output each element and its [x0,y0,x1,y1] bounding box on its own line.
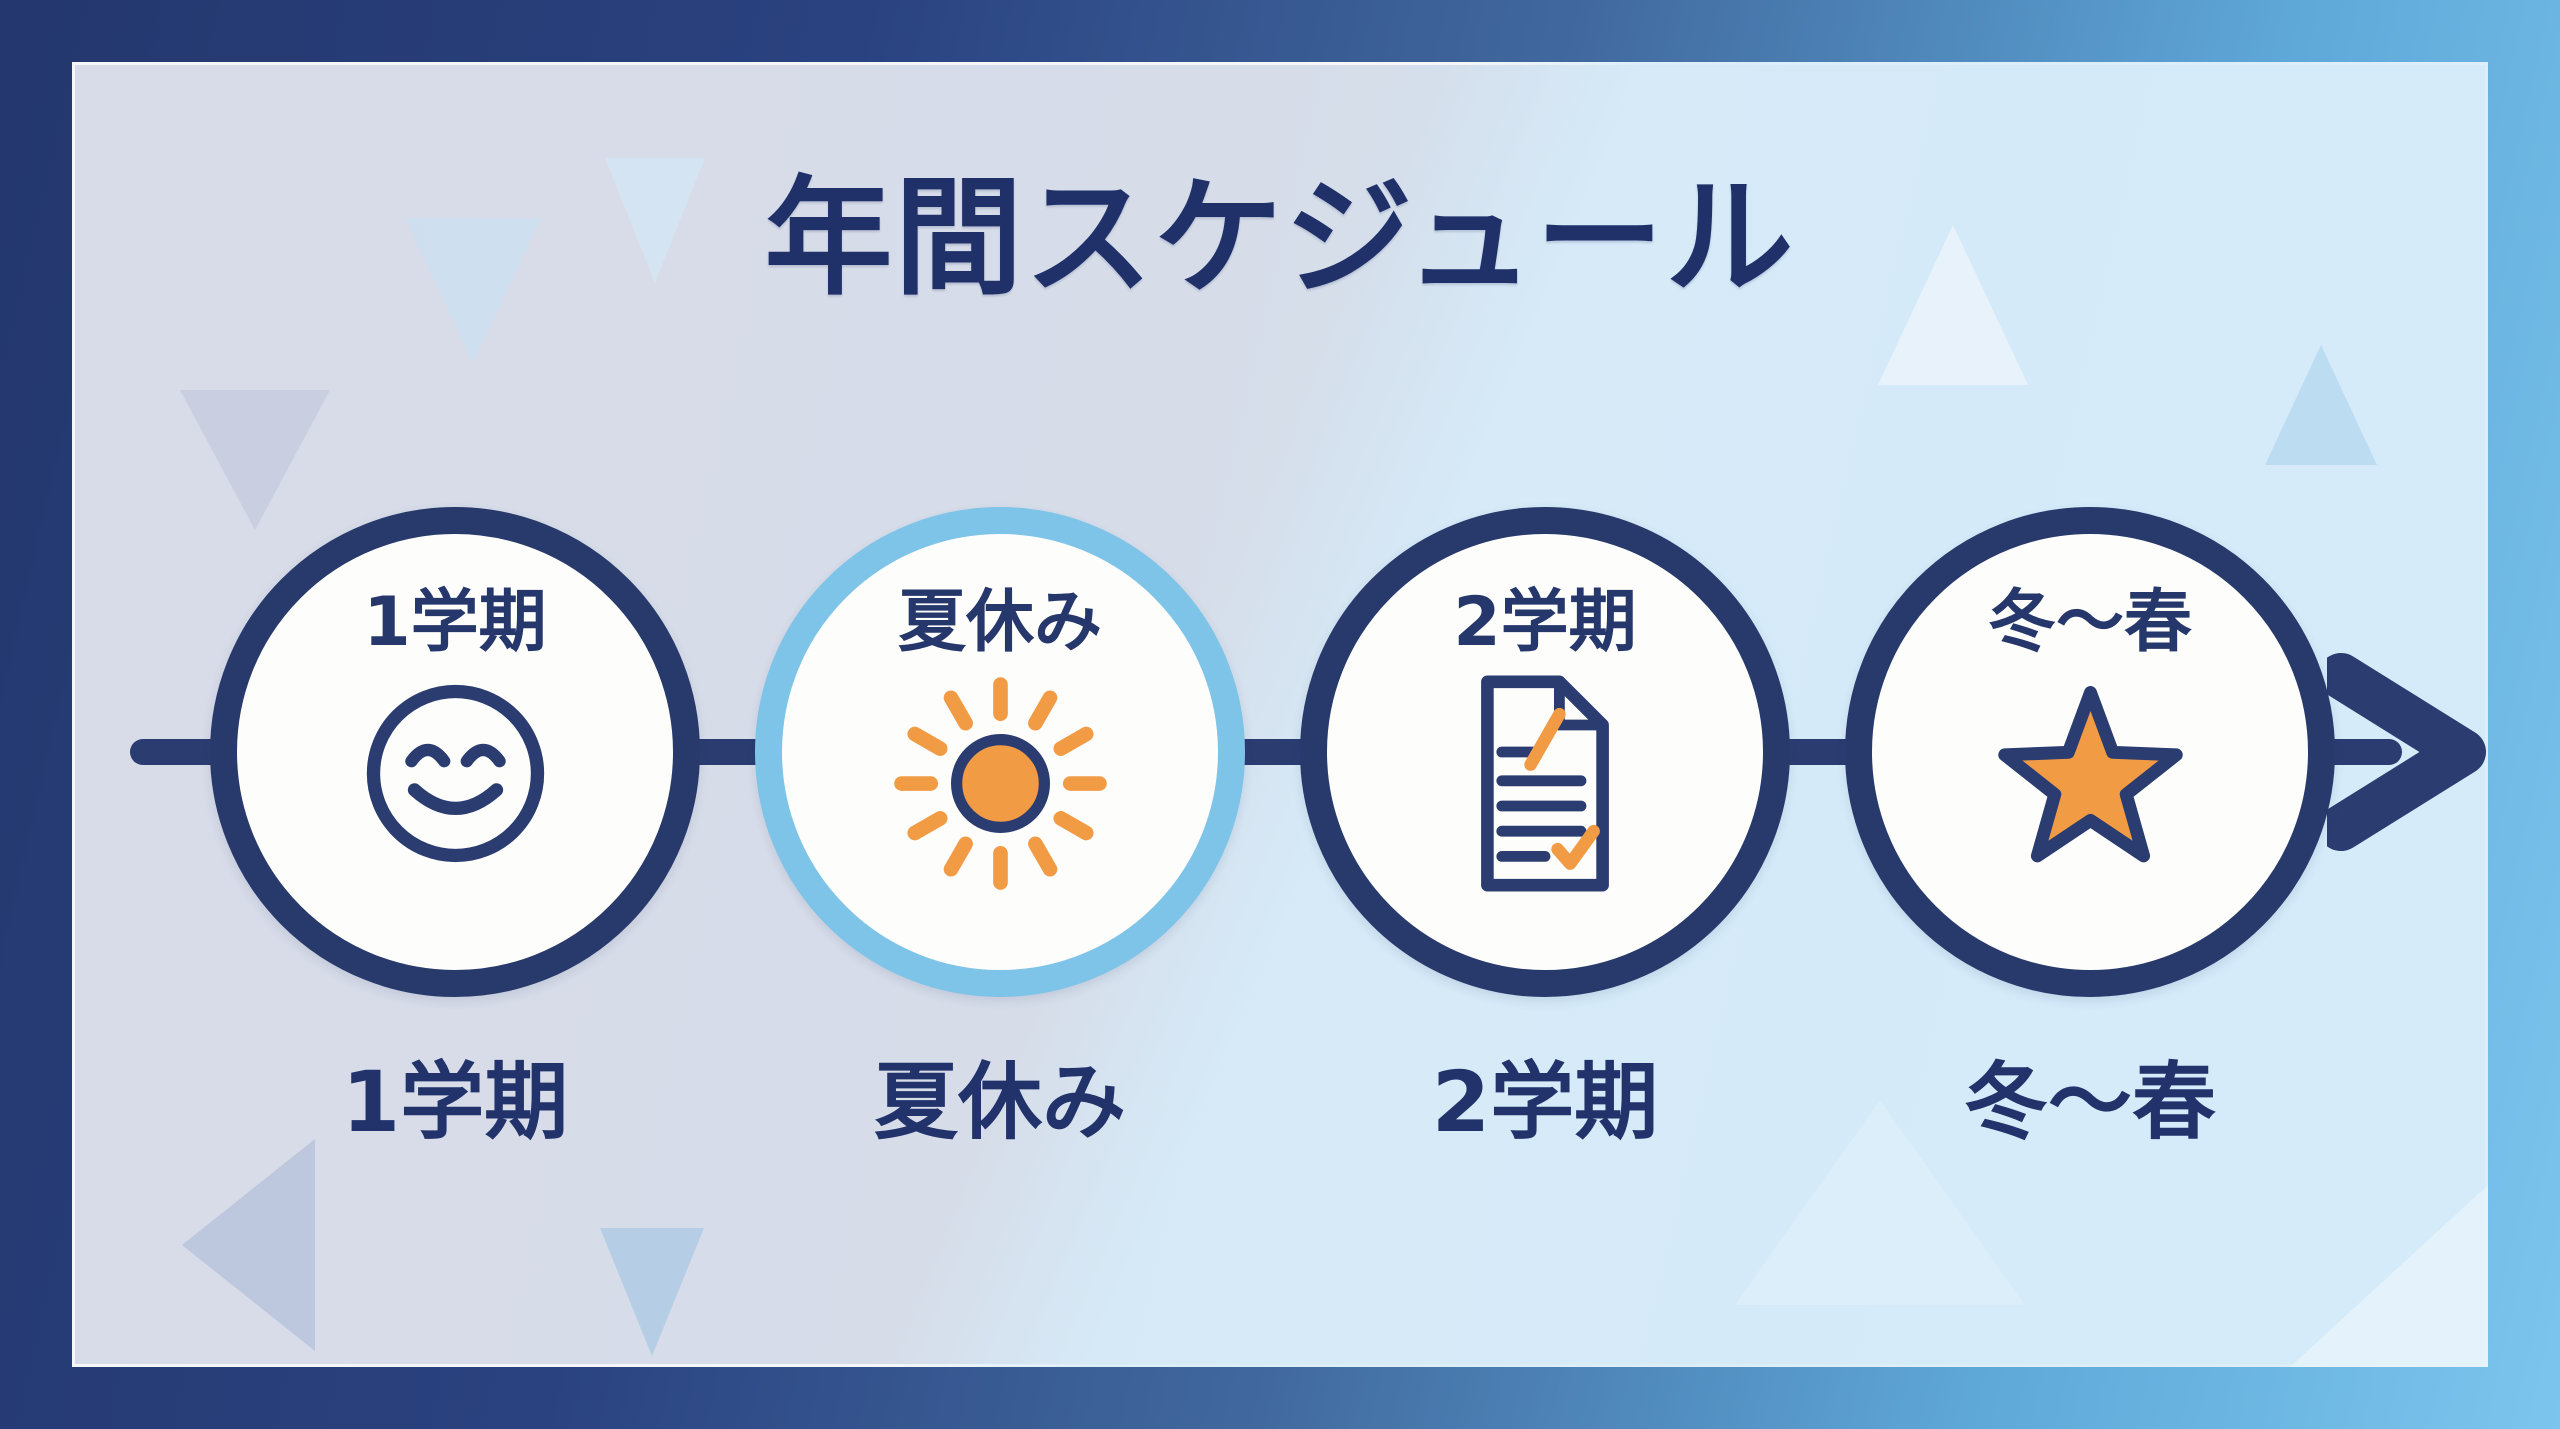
step-label: 2学期 [1431,1053,1659,1151]
step-label: 1学期 [341,1053,569,1151]
smiley-icon [366,684,544,863]
sun-icon [893,677,1107,890]
circle-label: 1学期 [363,583,547,662]
slide-content: 年間スケジュール 1学期 [72,62,2488,1367]
timeline-step-term2: 2学期 [1300,507,1790,1227]
step-label: 夏休み [873,1053,1126,1151]
step-circle-winter-spring: 冬〜春 [1845,507,2335,997]
step-circle-term2: 2学期 [1300,507,1790,997]
timeline-step-winter-spring: 冬〜春 冬〜春 [1845,507,2335,1227]
circle-label: 2学期 [1453,583,1637,662]
step-circle-summer: 夏休み [755,507,1245,997]
arrow-right-icon [2327,653,2486,851]
circle-label: 夏休み [897,583,1102,662]
page-title: 年間スケジュール [764,164,1796,313]
document-icon [1481,675,1609,892]
timeline-step-summer: 夏休み [755,507,1245,1227]
circle-label: 冬〜春 [1987,583,2192,662]
step-label: 冬〜春 [1963,1053,2216,1151]
step-circle-term1: 1学期 [210,507,700,997]
timeline-step-term1: 1学期 1学期 [210,507,700,1227]
timeline: 1学期 1学期 夏休み [72,62,2488,1367]
star-icon [1997,686,2183,863]
